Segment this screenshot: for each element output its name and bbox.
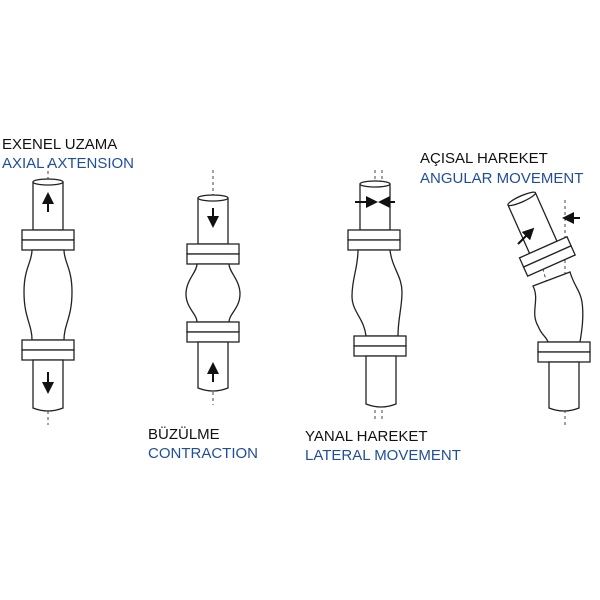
angular-label-en: ANGULAR MOVEMENT	[420, 170, 584, 187]
expansion-joint-angular-movement-icon	[507, 191, 591, 425]
expansion-joint-contraction-icon	[185, 170, 241, 405]
expansion-joint-axial-extension-icon	[21, 165, 75, 425]
expansion-joint-lateral-movement-icon	[347, 170, 407, 420]
angular-label-tr: AÇISAL HAREKET	[420, 150, 548, 167]
contraction-label-en: CONTRACTION	[148, 445, 258, 462]
lateral-label-en: LATERAL MOVEMENT	[305, 447, 461, 464]
axial-label-en: AXIAL AXTENSION	[2, 155, 134, 172]
contraction-label-tr: BÜZÜLME	[148, 426, 220, 443]
axial-label-tr: EXENEL UZAMA	[2, 136, 118, 153]
lateral-label-tr: YANAL HAREKET	[305, 428, 428, 445]
